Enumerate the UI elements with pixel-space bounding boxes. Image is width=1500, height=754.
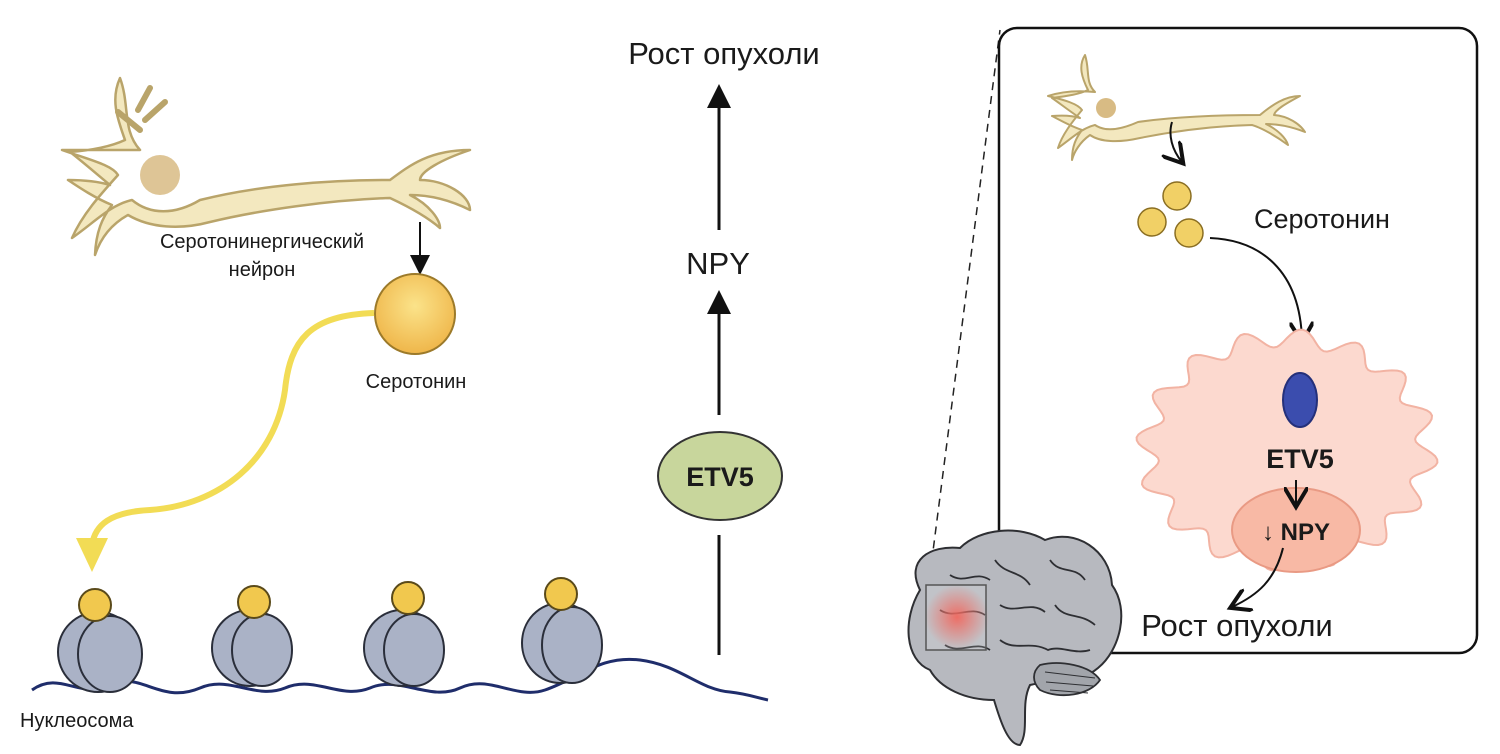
serotonergic-neuron — [60, 76, 472, 257]
neuron-label-line1: Серотонинергический — [160, 231, 364, 253]
inset-release-arrow — [1170, 121, 1182, 162]
inset-serotonin-vesicle — [1174, 218, 1204, 248]
serotonin-molecule — [374, 273, 456, 355]
inset-serotonin-label: Серотонин — [1254, 204, 1390, 234]
nucleosome — [57, 588, 143, 693]
zoom-region-box — [925, 584, 987, 651]
zoom-line-top — [927, 29, 1001, 591]
pathway-top-label: Рост опухоли — [628, 36, 820, 71]
inset-serotonin-to-cell-arrow — [1209, 237, 1302, 340]
inset-neuron — [1047, 54, 1306, 161]
inset-npy-to-growth-arrow — [1232, 547, 1284, 607]
nucleosome — [363, 581, 445, 687]
brain-illustration — [907, 529, 1123, 747]
inset-outcome-label: Рост опухоли — [1141, 608, 1333, 643]
etv5-node — [657, 431, 783, 521]
inset-etv5-label: ETV5 — [1266, 444, 1334, 474]
nucleosome — [521, 577, 603, 684]
inset-serotonin-vesicle — [1137, 207, 1167, 237]
arrowhead-middle — [707, 290, 731, 314]
pathway-npy-label: NPY — [686, 246, 750, 281]
nucleosome — [211, 585, 293, 687]
neuron-label-line2: нейрон — [229, 259, 296, 281]
cerebellum — [1033, 662, 1102, 697]
inset-receptor — [1282, 372, 1318, 428]
etv5-node-label: ETV5 — [686, 462, 754, 492]
inset-npy-label: ↓ NPY — [1262, 519, 1330, 546]
serotonin-label: Серотонин — [366, 371, 467, 393]
neuron-nucleus — [140, 155, 180, 195]
serotonin-transport-arrow — [89, 310, 375, 546]
yellow-arrowhead — [76, 538, 108, 572]
arrowhead-top — [707, 84, 731, 108]
tumor-hotspot — [925, 585, 989, 649]
nucleosome-label: Нуклеосома — [20, 710, 134, 732]
inset-serotonin-vesicle — [1162, 181, 1192, 211]
